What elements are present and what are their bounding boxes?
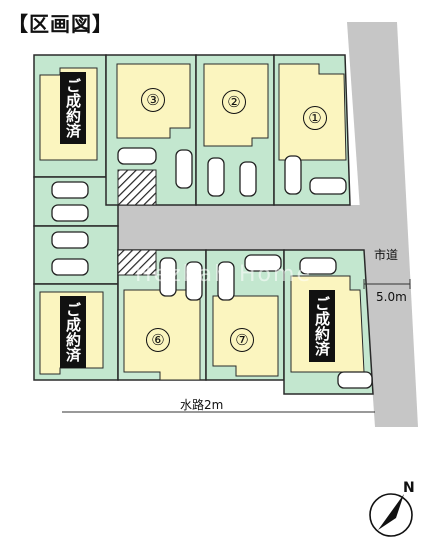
car-icon — [159, 257, 177, 297]
private-road — [118, 205, 364, 250]
lot-number-1: ① — [303, 106, 327, 130]
car-icon — [309, 177, 347, 195]
north-arrow-icon — [378, 494, 404, 530]
lot-number-7: ⑦ — [230, 328, 254, 352]
page-title: 【区画図】 — [8, 12, 113, 36]
car-icon — [51, 231, 89, 249]
car-icon — [175, 149, 193, 189]
car-icon — [337, 371, 373, 389]
hatched-area — [117, 169, 157, 206]
car-icon — [117, 147, 157, 165]
lot-number-6: ⑥ — [146, 328, 170, 352]
car-icons — [51, 147, 373, 389]
car-icon — [51, 181, 89, 199]
watermark: Hezbah Home — [135, 262, 312, 287]
car-icon — [207, 157, 225, 197]
car-icon — [51, 204, 89, 222]
lot-number-2: ② — [222, 90, 246, 114]
lot-number-3: ③ — [141, 88, 165, 112]
car-icon — [284, 155, 302, 195]
waterway-label: 水路2m — [180, 398, 224, 412]
sold-label-nw: ご成約済 — [60, 72, 86, 144]
hatched-area-2b — [117, 249, 157, 276]
sold-label-sw: ご成約済 — [60, 296, 86, 368]
car-icon — [217, 261, 235, 301]
car-icon — [244, 254, 282, 272]
road-name-label: 市道 — [374, 248, 399, 262]
car-icon — [239, 161, 257, 197]
car-icon — [299, 257, 337, 275]
car-icon — [185, 261, 203, 301]
road-width-label: 5.0m — [376, 290, 407, 304]
car-icon — [51, 258, 89, 276]
north-label: N — [403, 480, 415, 496]
sold-label-se: ご成約済 — [309, 290, 335, 362]
city-road — [347, 22, 418, 427]
